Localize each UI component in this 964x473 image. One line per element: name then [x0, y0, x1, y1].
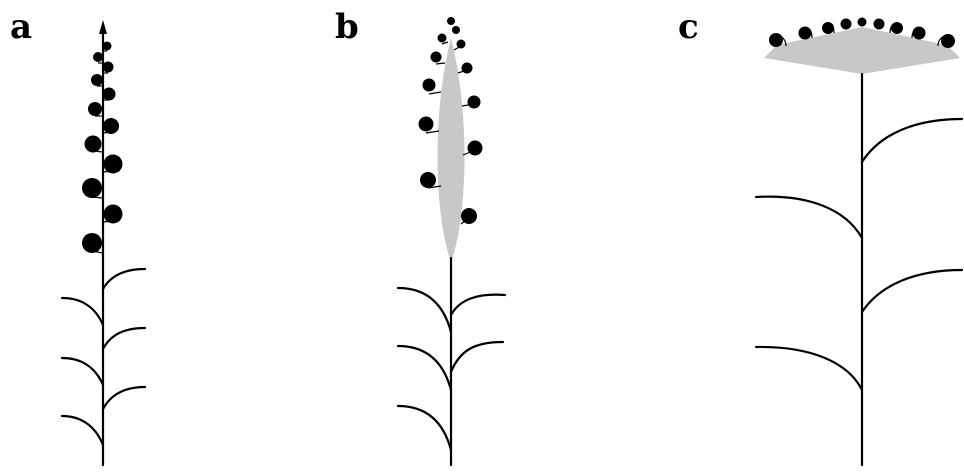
panel-a-flower: [88, 102, 102, 116]
panel-c-flower: [874, 19, 885, 30]
panel-c-plant: [756, 18, 962, 466]
panel-c-leaf: [862, 119, 962, 162]
panel-a-flower: [103, 62, 114, 73]
panel-b-flower: [420, 172, 436, 188]
panel-b-flower: [452, 26, 460, 34]
panel-a-flower: [82, 233, 102, 253]
panel-b-flower: [468, 141, 483, 156]
panel-b-flower: [468, 96, 481, 109]
panel-a-leaf: [103, 328, 145, 349]
panel-b-flower: [419, 117, 434, 132]
panel-b-flower: [461, 208, 477, 224]
panel-a-flower: [104, 155, 123, 174]
panel-b-flower: [423, 79, 436, 92]
panel-c-umbel-receptacle: [764, 27, 960, 74]
panel-b-flower: [431, 52, 442, 63]
panel-c-flower: [769, 33, 783, 47]
panel-a-leaf: [62, 298, 103, 325]
panel-b-leaf: [451, 295, 505, 315]
panel-a-flower: [104, 205, 123, 224]
panel-a-leaf: [103, 387, 145, 409]
panel-a-flower: [85, 136, 102, 153]
panel-label-b: b: [335, 8, 359, 46]
panel-label-a: a: [10, 8, 32, 46]
panel-c-flower: [799, 27, 812, 40]
panel-b-plant: [398, 17, 505, 465]
panel-b-pedicel: [436, 63, 445, 64]
panel-b-pedicel: [429, 92, 441, 94]
panel-b-leaf: [398, 346, 451, 390]
panel-a-plant: [62, 20, 145, 465]
panel-b-leaf: [398, 406, 451, 450]
panel-b-flower: [447, 17, 455, 25]
panel-b-flower: [438, 34, 447, 43]
panel-b-flower: [462, 63, 473, 74]
panel-c-flower: [841, 19, 852, 30]
panel-c-flower: [891, 22, 903, 34]
panel-a-flower: [103, 42, 112, 51]
panel-b-flower: [457, 40, 466, 49]
panel-a-leaf: [103, 269, 145, 289]
panel-a-leaf: [62, 416, 103, 445]
panel-c-flower: [913, 27, 926, 40]
panel-a-apex: [99, 20, 107, 34]
panel-c-leaf: [756, 347, 862, 390]
panel-b-leaf: [451, 342, 503, 372]
panel-a-flower: [93, 52, 103, 62]
panel-a-flower: [82, 178, 102, 198]
panel-label-c: c: [678, 8, 699, 46]
panel-a-flower: [91, 74, 103, 86]
panel-c-flower: [941, 34, 955, 48]
panel-a-flower: [103, 118, 119, 134]
panel-b-pedicel: [426, 131, 439, 133]
panel-c-leaf: [756, 197, 862, 238]
panel-c-leaf: [862, 270, 962, 312]
panel-c-flower: [858, 18, 867, 27]
panel-c-flower: [822, 22, 834, 34]
panel-a-flower: [103, 88, 116, 101]
panel-b-leaf: [398, 288, 451, 332]
panel-a-leaf: [62, 358, 103, 385]
